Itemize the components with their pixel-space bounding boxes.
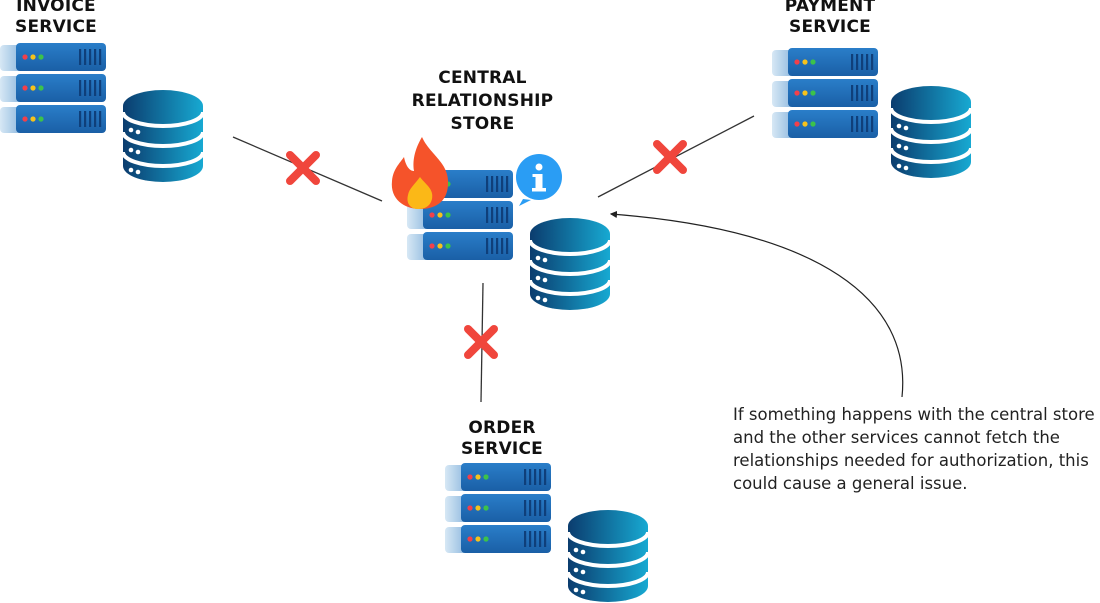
label-line: SERVICE — [461, 439, 543, 459]
broken-link-x-icon-payment — [657, 144, 683, 170]
order-server-rack-icon — [445, 463, 551, 553]
invoice-database-icon — [121, 88, 205, 184]
label-line: STORE — [450, 114, 515, 134]
fire-icon — [391, 137, 449, 209]
central-relationship-store-label: CENTRAL RELATIONSHIP STORE — [400, 67, 565, 136]
broken-link-x-icon-order — [468, 329, 494, 355]
label-line: SERVICE — [789, 17, 871, 37]
order-service-label: ORDER SERVICE — [442, 418, 562, 460]
payment-service-label: PAYMENT SERVICE — [770, 0, 890, 38]
annotation-arrow — [609, 210, 904, 398]
annotation-text: If something happens with the central st… — [733, 405, 1095, 493]
label-line: PAYMENT — [784, 0, 876, 16]
order-database-icon — [566, 508, 650, 603]
label-line: CENTRAL — [438, 68, 527, 88]
label-line: INVOICE — [16, 0, 96, 16]
payment-database-icon — [889, 84, 973, 180]
invoice-service-label: INVOICE SERVICE — [0, 0, 112, 38]
central-database-icon — [528, 216, 612, 312]
invoice-server-rack-icon — [0, 43, 106, 133]
label-line: SERVICE — [15, 17, 97, 37]
info-bubble-icon — [516, 154, 562, 206]
label-line: ORDER — [468, 418, 536, 438]
broken-link-x-icon-invoice — [290, 155, 316, 181]
payment-server-rack-icon — [772, 48, 878, 138]
label-line: RELATIONSHIP — [411, 91, 554, 111]
